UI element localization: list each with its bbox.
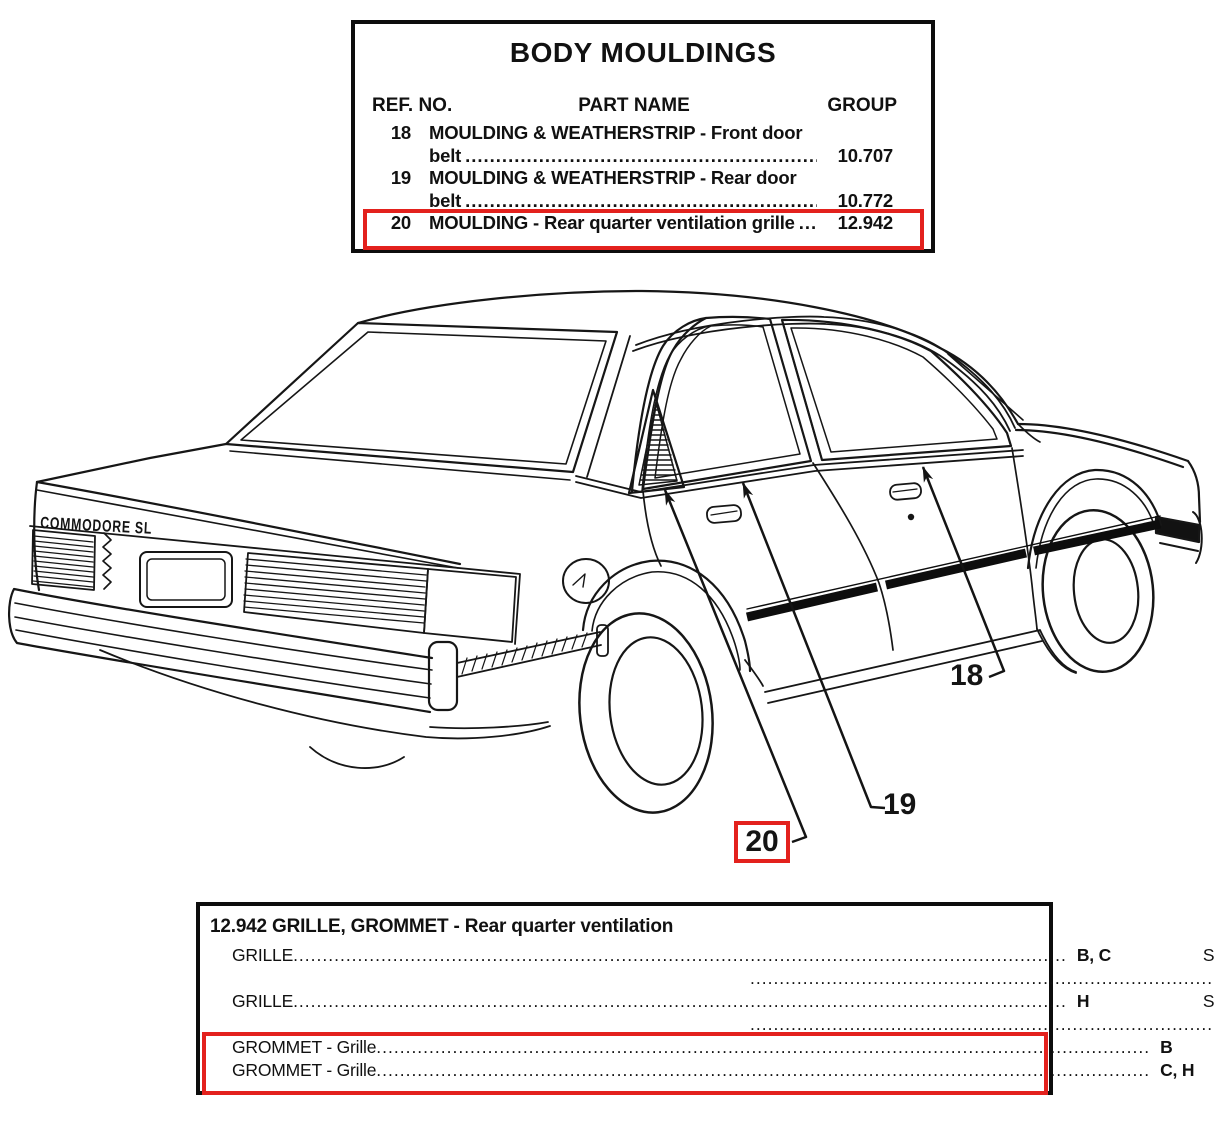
dot-leader	[750, 1014, 1214, 1035]
table-row: RH	[200, 967, 1049, 990]
dot-leader	[293, 991, 1067, 1012]
front-bumper	[1154, 515, 1201, 544]
model-badge: COMMODORE SL	[40, 514, 153, 538]
header-part-name: PART NAME	[578, 95, 690, 116]
table-row: RH	[200, 1013, 1049, 1036]
sill-lines	[764, 629, 1077, 704]
table-row: 19 MOULDING & WEATHERSTRIP - Rear door	[355, 167, 931, 190]
leader-line-20	[663, 489, 808, 844]
ref-no: 20	[390, 212, 411, 234]
table-row-highlighted: 20 MOULDING - Rear quarter ventilation g…	[355, 212, 931, 235]
option-code: C, H	[1160, 1060, 1195, 1080]
side-moulding-strip	[745, 515, 1161, 622]
header-group: GROUP	[827, 95, 897, 116]
table-row-highlighted: GROMMET - Grille C, H Sedan	[200, 1059, 1194, 1082]
ref-no: 19	[390, 167, 411, 189]
callout-label-19: 19	[883, 788, 917, 821]
group-number: 10.707	[837, 144, 894, 166]
license-plate-recess	[139, 551, 233, 608]
front-wheel-arch	[1026, 468, 1163, 570]
callout-leader-lines	[663, 466, 1006, 844]
tail-lens-right	[423, 568, 517, 643]
part-name: MOULDING - Rear quarter ventilation gril…	[429, 212, 795, 234]
tail-light-left	[31, 529, 96, 591]
dot-leader	[465, 190, 817, 212]
group-number: 10.772	[837, 189, 894, 211]
body-style: Sedan	[1202, 991, 1214, 1011]
option-code: H	[1076, 991, 1090, 1011]
option-code: B, C	[1076, 945, 1112, 965]
dot-leader	[750, 968, 1214, 989]
callout-label-20-highlight: 20	[734, 821, 790, 863]
underbody	[99, 649, 551, 769]
body-mouldings-table: BODY MOULDINGS REF. NO. PART NAME GROUP …	[351, 20, 935, 253]
ref-no: 18	[390, 122, 411, 144]
dot-leader	[376, 1060, 1150, 1081]
drip-rail	[635, 315, 1016, 429]
header-ref-no: REF. NO.	[372, 95, 453, 116]
section-heading: 12.942 GRILLE, GROMMET - Rear quarter ve…	[210, 916, 674, 937]
option-code: B	[1160, 1037, 1173, 1057]
table-title: BODY MOULDINGS	[509, 37, 777, 68]
table-row-continuation: belt 10.772	[355, 190, 931, 213]
rear-bumper	[8, 587, 434, 714]
group-number: 12.942	[837, 212, 894, 234]
car-body-outline: COMMODORE SL	[8, 289, 1203, 814]
tail-light-divider	[102, 532, 112, 590]
rear-window-inner	[240, 331, 607, 465]
dot-leader	[799, 212, 817, 234]
table-rows: GRILLE B, C Sedan LH RH GRILLE H Sedan L…	[200, 944, 1214, 1082]
front-wheel	[1041, 508, 1155, 674]
door-lock	[907, 513, 915, 521]
hood-line	[1014, 422, 1190, 469]
part-name-2: belt	[429, 189, 462, 211]
callout-label-18: 18	[950, 659, 984, 692]
roof-line	[356, 289, 1020, 426]
door-gaps	[642, 447, 1038, 651]
belt-moulding	[575, 449, 1024, 493]
c-pillar-edge	[586, 335, 631, 478]
grille-grommet-table: 12.942 GRILLE, GROMMET - Rear quarter ve…	[196, 902, 1214, 1095]
part-name: MOULDING & WEATHERSTRIP - Front door	[429, 122, 803, 144]
dot-leader	[465, 145, 817, 167]
table-row: GRILLE B, C Sedan LH	[200, 944, 1214, 967]
door-handle-rear	[706, 504, 742, 524]
rear-door-window	[641, 315, 813, 491]
part-name: GRILLE	[232, 945, 294, 965]
leader-line-18	[921, 466, 1006, 679]
part-name: GROMMET - Grille	[232, 1060, 377, 1080]
door-handle-front	[889, 482, 922, 501]
dot-leader	[293, 945, 1067, 966]
table-row: 18 MOULDING & WEATHERSTRIP - Front door	[355, 122, 931, 145]
front-door-window	[780, 318, 1013, 462]
callout-label-20: 20	[745, 825, 779, 858]
body-style: Sedan	[1202, 945, 1214, 965]
drip-rail-2	[632, 322, 1011, 432]
part-name: MOULDING & WEATHERSTRIP - Rear door	[429, 167, 797, 189]
table-row-continuation: belt 10.707	[355, 145, 931, 168]
part-name-2: belt	[429, 144, 462, 166]
leader-line-19	[741, 482, 886, 810]
table-row: GRILLE H Sedan LH	[200, 990, 1214, 1013]
vent-grille-inner	[638, 401, 678, 486]
rear-wheel	[578, 612, 714, 814]
dot-leader	[376, 1037, 1150, 1058]
rear-window	[224, 321, 619, 474]
rear-bumper-end	[427, 640, 459, 712]
table-row-highlighted: GROMMET - Grille B Sedan	[200, 1036, 1173, 1059]
table-rows: 18 MOULDING & WEATHERSTRIP - Front door …	[355, 122, 931, 235]
part-name: GROMMET - Grille	[232, 1037, 377, 1057]
fuel-filler	[562, 558, 610, 604]
table-header-row: REF. NO. PART NAME GROUP	[355, 95, 931, 116]
part-name: GRILLE	[232, 991, 294, 1011]
rear-wheel-arch	[581, 559, 752, 673]
